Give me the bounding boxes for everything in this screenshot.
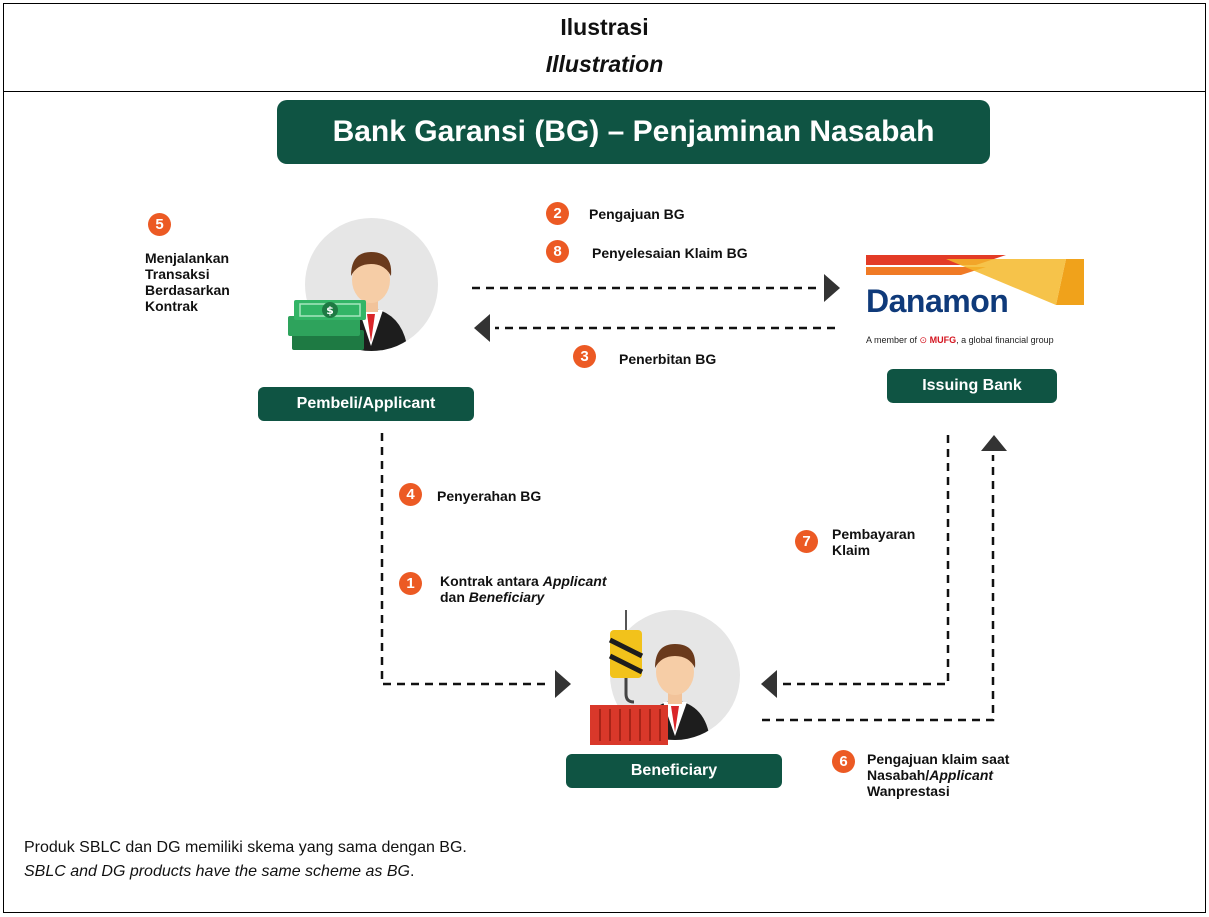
step-5-badge: 5 [148,213,171,236]
header-divider [3,91,1206,92]
step-5-line-3: Berdasarkan [145,282,230,298]
member-prefix: A member of [866,335,918,345]
step-1-text-d: Beneficiary [468,589,545,605]
step-7-label: Pembayaran Klaim [832,526,915,558]
step-8-label: Penyelesaian Klaim BG [592,245,748,261]
member-suffix: , a global financial group [956,335,1054,345]
arrow-bank-to-beneficiary [783,435,950,686]
node-issuing-bank: Issuing Bank [887,369,1057,403]
header-title-en: Illustration [545,51,664,77]
step-6-label: Pengajuan klaim saat Nasabah/Applicant W… [867,751,1009,799]
step-7-line-1: Pembayaran [832,526,916,542]
step-6-line-1: Pengajuan klaim saat [867,751,1010,767]
step-3-label: Penerbitan BG [619,351,717,367]
step-8-badge: 8 [546,240,569,263]
danamon-member-tagline: A member of ⊙ MUFG, a global financial g… [866,335,1054,346]
step-1-label: Kontrak antara Applicant dan Beneficiary [440,573,606,605]
step-2-badge: 2 [546,202,569,225]
mufg-logo-icon: ⊙ [919,335,928,345]
danamon-logo-mark [866,255,1084,305]
footer-note-en-period: . [409,863,415,880]
footer-note-en: SBLC and DG products have the same schem… [24,863,414,881]
step-3-badge: 3 [573,345,596,368]
step-1-text-b: Applicant [542,573,607,589]
step-7-badge: 7 [795,530,818,553]
node-applicant: Pembeli/Applicant [258,387,474,421]
step-2-label: Pengajuan BG [589,206,685,222]
arrowhead-to-bank-up [981,435,1007,451]
footer-note-id: Produk SBLC dan DG memiliki skema yang s… [24,839,467,856]
header-title-id: Ilustrasi [560,14,649,40]
money-stack-icon: $ [288,300,366,350]
step-6-line-3: Wanprestasi [867,783,950,799]
step-4-badge: 4 [399,483,422,506]
arrowhead-to-beneficiary-left [555,670,571,698]
step-4-label: Penyerahan BG [437,488,542,504]
arrowhead-to-beneficiary-right [761,670,777,698]
step-1-badge: 1 [399,572,422,595]
step-1-text-a: Kontrak antara [440,573,543,589]
member-brand: MUFG [929,335,957,345]
node-beneficiary: Beneficiary [566,754,782,788]
step-5-label: Menjalankan Transaksi Berdasarkan Kontra… [145,250,230,314]
step-5-line-2: Transaksi [145,266,210,282]
arrow-applicant-to-beneficiary [380,433,548,686]
step-7-line-2: Klaim [832,542,871,558]
diagram-title: Bank Garansi (BG) – Penjaminan Nasabah [277,100,990,164]
svg-text:$: $ [326,304,334,317]
arrowhead-to-applicant [474,314,490,342]
step-6-line-2b: Applicant [929,767,994,783]
arrow-beneficiary-to-bank [762,455,995,722]
cargo-container-icon [590,610,668,745]
applicant-avatar [305,218,438,351]
footer-note-en-text: SBLC and DG products have the same schem… [24,863,410,880]
arrowhead-to-bank [824,274,840,302]
step-5-line-4: Kontrak [145,298,198,314]
step-5-line-1: Menjalankan [145,250,230,266]
step-6-line-2a: Nasabah/ [867,767,930,783]
danamon-logo-text: Danamon [866,283,1009,319]
page-frame [3,3,1206,913]
step-6-badge: 6 [832,750,855,773]
step-1-text-c: dan [440,589,469,605]
